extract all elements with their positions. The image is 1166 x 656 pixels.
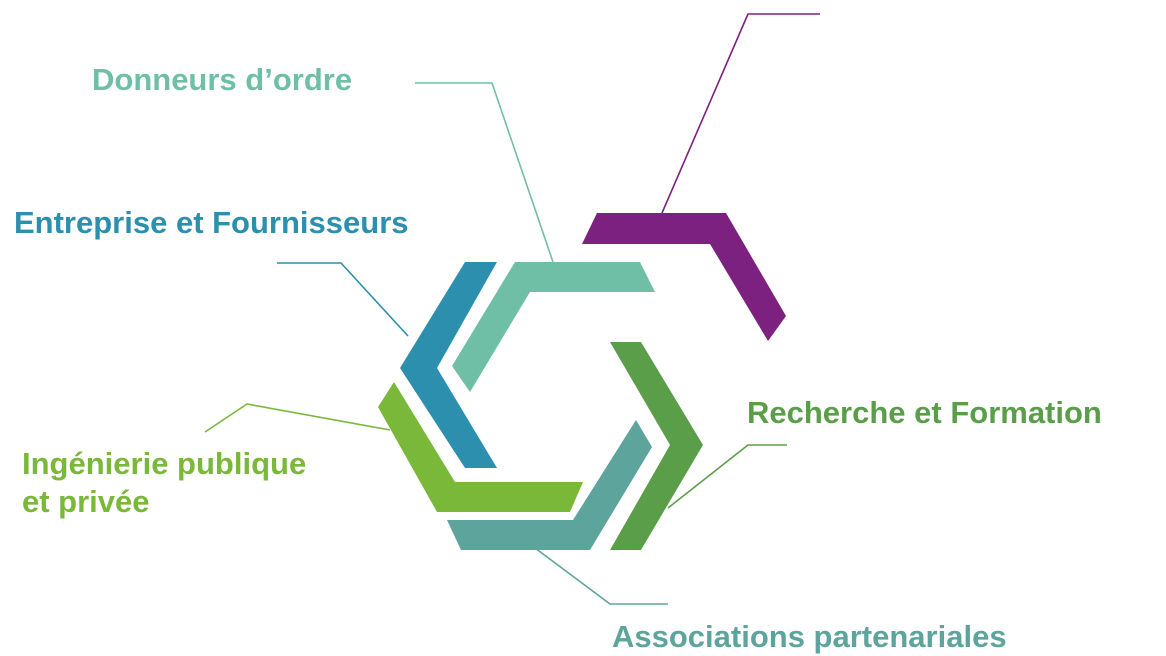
ingenierie-leader-line xyxy=(204,403,391,433)
ingenierie-publique-privee-label: Ingénierie publique et privée xyxy=(22,445,306,521)
donneurs-segment xyxy=(452,262,655,392)
recherche-formation-label: Recherche et Formation xyxy=(747,395,1102,430)
recherche-segment xyxy=(610,342,703,550)
recherche-leader-line xyxy=(667,444,787,509)
ingenierie-label-line-2: et privée xyxy=(22,484,150,519)
purple-leader-line xyxy=(661,13,820,214)
donneurs-leader-line xyxy=(415,82,554,263)
ingenierie-label-line-1: Ingénierie publique xyxy=(22,446,307,481)
entreprise-leader-line xyxy=(277,262,409,337)
associations-partenariales-label: Associations partenariales xyxy=(612,619,1007,654)
entreprise-segment xyxy=(400,262,497,468)
donneurs-dordre-label: Donneurs d’ordre xyxy=(92,62,353,97)
entreprise-fournisseurs-label: Entreprise et Fournisseurs xyxy=(14,205,409,240)
purple-segment xyxy=(582,213,786,341)
associations-leader-line xyxy=(534,547,668,605)
associations-segment xyxy=(447,420,652,550)
ingenierie-segment xyxy=(378,382,583,512)
